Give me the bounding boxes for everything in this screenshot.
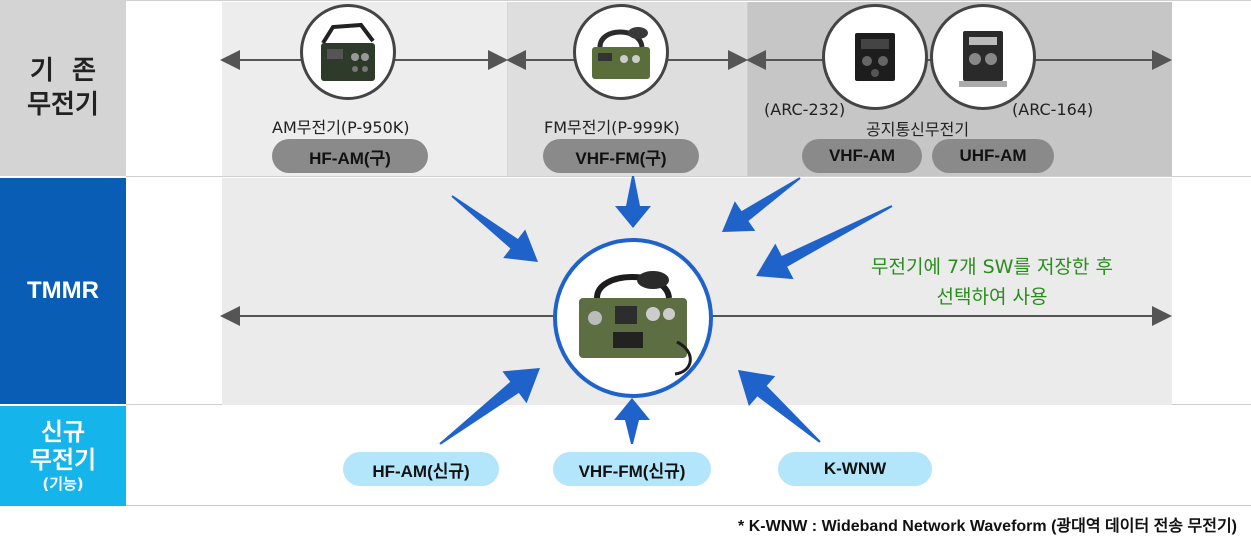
arrow-from-air-vhf [722, 177, 801, 232]
arrow-from-k-wnw [738, 370, 821, 443]
row-label-new-line1: 신규 [40, 418, 86, 446]
row-label-existing-line2: 무전기 [27, 90, 99, 120]
convergence-arrows [439, 176, 893, 445]
arc232-model-label: (ARC-232) [764, 100, 846, 119]
badge-k-wnw: K-WNW [778, 452, 932, 486]
row-label-existing-line1: 기 존 [30, 56, 96, 86]
row-label-tmmr-text: TMMR [27, 277, 99, 304]
row-label-new-line3: (기능) [42, 475, 84, 493]
badge-hf-am-old: HF-AM(구) [272, 139, 428, 173]
footnote: * K-WNW : Wideband Network Waveform (광대역… [738, 518, 1237, 535]
row-label-tmmr: TMMR [0, 178, 126, 404]
badge-vhf-fm-new: VHF-FM(신규) [553, 452, 711, 486]
arc164-radio-photo [930, 4, 1036, 110]
fm-radio-caption: FM무전기(P-999K) [544, 118, 680, 137]
tmmr-note-line2: 선택하여 사용 [936, 286, 1048, 308]
badge-uhf-am: UHF-AM [932, 139, 1054, 173]
badge-hf-am-new: HF-AM(신규) [343, 452, 499, 486]
arrow-from-vhf-new [614, 398, 650, 444]
badge-vhf-fm-old: VHF-FM(구) [543, 139, 699, 173]
badge-vhf-am: VHF-AM [802, 139, 922, 173]
row-label-existing: 기 존 무전기 [0, 0, 126, 176]
arrow-from-air-uhf [756, 205, 893, 280]
am-radio-caption: AM무전기(P-950K) [272, 118, 410, 137]
fm-radio-photo [573, 4, 669, 100]
air-radio-caption: 공지통신무전기 [866, 120, 970, 139]
arrow-from-am [451, 195, 538, 262]
tmmr-note: 무전기에 7개 SW를 저장한 후 선택하여 사용 [822, 252, 1162, 312]
tmmr-note-line1: 무전기에 7개 SW를 저장한 후 [871, 256, 1113, 278]
row-label-new: 신규 무전기 (기능) [0, 406, 126, 506]
arrow-from-fm [615, 176, 651, 228]
am-radio-photo [300, 4, 396, 100]
row-label-new-line2: 무전기 [29, 446, 97, 474]
tmmr-radio-photo [553, 238, 713, 398]
arc164-model-label: (ARC-164) [1012, 100, 1094, 119]
arrow-from-hf-new [439, 368, 540, 445]
arc232-radio-photo [822, 4, 928, 110]
